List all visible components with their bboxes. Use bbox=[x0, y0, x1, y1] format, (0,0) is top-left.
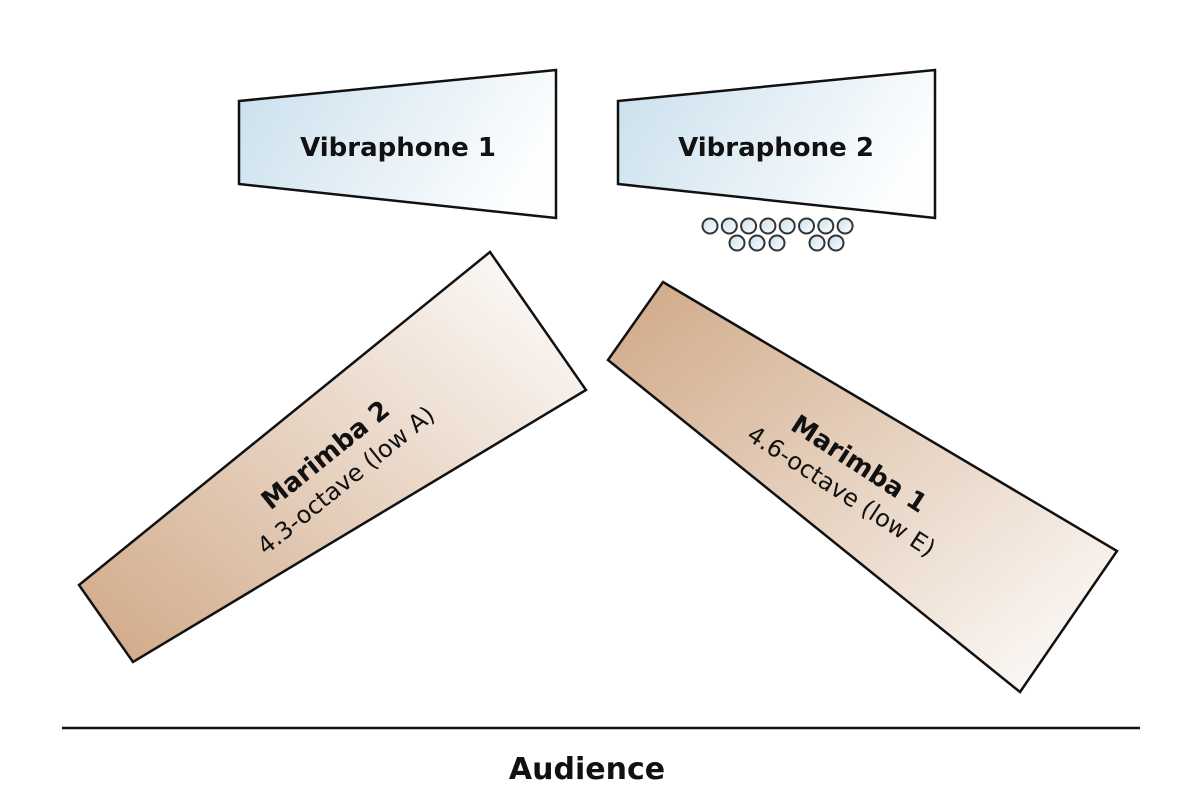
mallet-circle bbox=[740, 217, 758, 235]
mallet-circle bbox=[798, 217, 815, 235]
mallet-circle bbox=[701, 217, 719, 235]
mallet-circle bbox=[808, 234, 826, 252]
audience-label: Audience bbox=[509, 752, 665, 787]
mallet-circle bbox=[768, 234, 786, 252]
vibraphone-2-label: Vibraphone 2 bbox=[678, 133, 874, 163]
mallet-circle bbox=[728, 234, 746, 252]
mallet-circle bbox=[836, 217, 854, 235]
marimba-1: Marimba 1 4.6-octave (low E) bbox=[606, 280, 1119, 694]
mallet-circle bbox=[817, 217, 835, 235]
mallet-circle bbox=[778, 217, 796, 235]
mallet-circle bbox=[827, 234, 845, 252]
mallet-circle bbox=[759, 217, 777, 235]
vibraphone-1-label: Vibraphone 1 bbox=[300, 133, 496, 163]
marimba-2: Marimba 2 4.3-octave (low A) bbox=[77, 250, 588, 664]
mallet-circle bbox=[748, 234, 766, 252]
mallet-circle bbox=[720, 217, 738, 235]
mallet-circles bbox=[701, 217, 854, 252]
vibraphone-1: Vibraphone 1 bbox=[237, 68, 558, 220]
vibraphone-2: Vibraphone 2 bbox=[616, 68, 937, 220]
